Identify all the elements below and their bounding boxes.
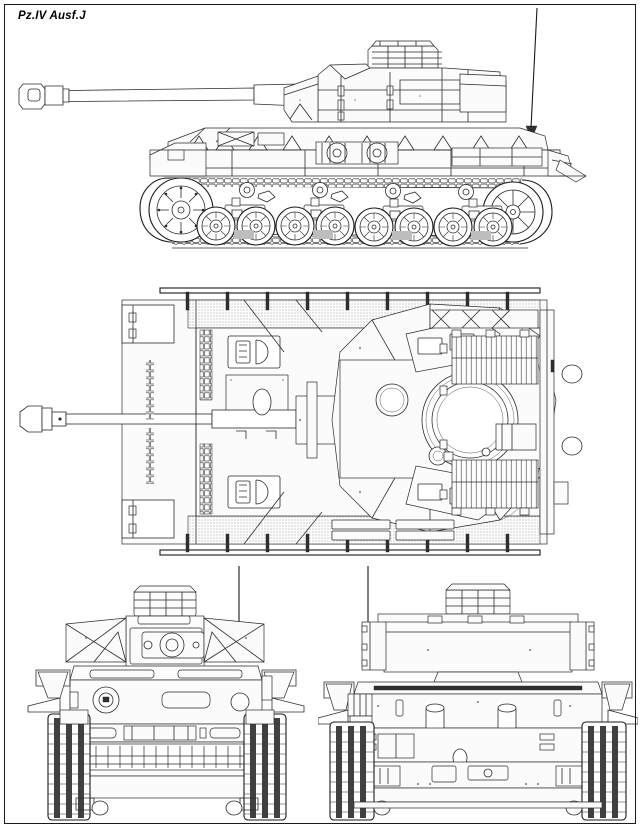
- turret-schurzen-plan: [405, 317, 501, 521]
- schurzen-posts: [185, 291, 510, 553]
- rear-fittings-plan: [550, 359, 583, 505]
- main-gun-plan: [19, 405, 297, 433]
- plan-braces: [195, 299, 323, 545]
- rear-elevation-view: [318, 566, 638, 821]
- hull-upper-side: [149, 127, 587, 183]
- main-gun-side: [18, 81, 319, 110]
- track-top-run: [170, 178, 522, 187]
- rear-view-group: [318, 566, 638, 821]
- rear-stowage-plan: [331, 519, 455, 541]
- rear-tracks: [329, 721, 627, 821]
- turret-side: [283, 40, 507, 123]
- front-elevation-view: [27, 566, 305, 821]
- antenna-icon: [525, 7, 538, 133]
- turret-plan: [331, 303, 557, 533]
- road-wheels: [196, 206, 513, 247]
- left-detail-column: [146, 360, 154, 484]
- spare-track-links-plan: [199, 329, 213, 515]
- engine-grilles-plan: [429, 309, 539, 509]
- tow-hooks-rear: [347, 693, 373, 725]
- spare-roadwheels: [315, 141, 399, 165]
- side-elevation-view: [18, 7, 587, 249]
- return-rollers: [239, 182, 474, 204]
- track-link-rack-front: [89, 743, 245, 771]
- running-gear-side: [139, 177, 553, 249]
- plan-view-group: [19, 287, 583, 556]
- front-view-group: [27, 566, 305, 821]
- front-tracks: [47, 709, 287, 821]
- crew-hatches-plan: [225, 335, 289, 509]
- deck-brackets-plan: [439, 329, 530, 516]
- page-title: Pz.IV Ausf.J: [18, 10, 86, 22]
